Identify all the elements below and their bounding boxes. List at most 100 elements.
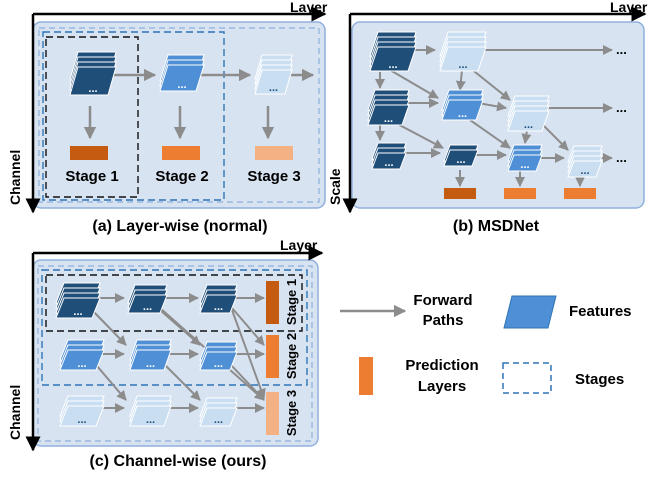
feature-map-dots: ... bbox=[458, 59, 467, 71]
panel-b-features-s2-l2: ... bbox=[441, 89, 484, 121]
legend-prediction-icon bbox=[359, 357, 373, 395]
feature-map-layer bbox=[129, 349, 172, 371]
feature-map-layer bbox=[507, 110, 550, 132]
panel-c-stage-2-box bbox=[41, 269, 308, 386]
legend-features-label: Features bbox=[569, 303, 632, 320]
feature-map-layer bbox=[199, 294, 238, 314]
legend-forward-line1: Forward bbox=[413, 292, 472, 309]
panel-a-stage-2-box bbox=[42, 31, 225, 201]
panel-c-features-r3-c1: ... bbox=[59, 395, 105, 427]
feature-map-dots: ... bbox=[384, 113, 393, 125]
panel-c-features-r2-c3: ... bbox=[199, 341, 238, 371]
feature-map-dots: ... bbox=[177, 79, 186, 91]
feature-map-layer bbox=[59, 405, 105, 427]
feature-map-layer bbox=[369, 46, 417, 72]
panel-c-prediction-layer-1 bbox=[266, 281, 279, 324]
panel-c-features-r1-c2: ... bbox=[127, 284, 168, 314]
feature-map-layer bbox=[367, 104, 410, 126]
legend-stages-icon bbox=[502, 362, 552, 394]
feature-map-layer bbox=[254, 69, 293, 95]
panel-b-caption: (b) MSDNet bbox=[453, 218, 540, 235]
feature-map-layer bbox=[159, 64, 205, 92]
feature-map-layer bbox=[129, 405, 172, 427]
panel-c: Layer Channel ... ... ... ... ... bbox=[7, 237, 324, 470]
panel-a-prediction-layer-1 bbox=[70, 146, 108, 160]
panel-c-features-r2-c1: ... bbox=[59, 339, 105, 371]
panel-a-stage-1-box bbox=[45, 36, 139, 198]
panel-c-stage-1-label: Stage 1 bbox=[284, 279, 299, 325]
feature-map-layer bbox=[59, 349, 105, 371]
panel-c-features-r3-c2: ... bbox=[129, 395, 172, 427]
feature-map-dots: ... bbox=[73, 306, 82, 318]
feature-map-dots: ... bbox=[143, 301, 152, 313]
panel-c-prediction-layer-2 bbox=[266, 335, 279, 378]
legend-stages-label: Stages bbox=[575, 371, 624, 388]
panel-a-outer-stage-box bbox=[38, 27, 320, 203]
panel-b-prediction-layer-1 bbox=[444, 188, 476, 199]
feature-map-layer bbox=[199, 351, 238, 371]
feature-map-dots: ... bbox=[456, 154, 465, 166]
panel-a-caption: (a) Layer-wise (normal) bbox=[92, 218, 267, 235]
panel-b-prediction-layer-2 bbox=[504, 188, 536, 199]
feature-map-layer bbox=[371, 152, 407, 170]
panel-a-axis-y-label: Channel bbox=[7, 150, 23, 205]
panel-b-axis-x-label: Layer bbox=[610, 0, 648, 15]
feature-map-dots: ... bbox=[146, 358, 155, 370]
panel-a-stage-2-label: Stage 2 bbox=[155, 168, 208, 185]
panel-a-features-stack-1: ... bbox=[69, 51, 117, 96]
panel-b-features-s3-l1: ... bbox=[371, 142, 407, 170]
feature-map-dots: ... bbox=[520, 159, 529, 171]
feature-map-dots: ... bbox=[384, 157, 393, 169]
feature-map-dots: ... bbox=[524, 119, 533, 131]
panel-b-ellipsis-3: ... bbox=[616, 150, 627, 165]
feature-map-dots: ... bbox=[77, 414, 86, 426]
panel-c-features-r1-c3: ... bbox=[199, 284, 238, 314]
feature-map-dots: ... bbox=[214, 414, 223, 426]
panel-a-prediction-layer-3 bbox=[255, 146, 293, 160]
feature-map-dots: ... bbox=[214, 301, 223, 313]
panel-a-stage-3-label: Stage 3 bbox=[247, 168, 300, 185]
feature-map-dots: ... bbox=[269, 82, 278, 94]
panel-b-axis-y-label: Scale bbox=[327, 168, 343, 205]
panel-b-features-s3-l3: ... bbox=[507, 144, 543, 172]
panel-b-features-s3-l4: ... bbox=[567, 145, 603, 178]
feature-map-dots: ... bbox=[458, 108, 467, 120]
feature-map-dots: ... bbox=[88, 83, 97, 95]
feature-map-dots: ... bbox=[580, 165, 589, 177]
panel-b-features-s1-l2: ... bbox=[439, 31, 487, 72]
panel-c-prediction-layer-3 bbox=[266, 392, 279, 435]
legend-prediction-line1: Prediction bbox=[405, 357, 478, 374]
panel-a-stage-1-label: Stage 1 bbox=[65, 168, 118, 185]
feature-map-layer bbox=[441, 99, 484, 121]
panel-b: Layer Scale ... ... ... bbox=[327, 0, 648, 235]
panel-b-features-s2-l3: ... bbox=[507, 95, 550, 132]
panel-c-features-r1-c1: ... bbox=[55, 282, 101, 319]
feature-map-dots: ... bbox=[146, 414, 155, 426]
panel-b-features-s2-l1: ... bbox=[367, 89, 410, 126]
panel-c-stage-1-box bbox=[45, 274, 303, 332]
panel-b-ellipsis-1: ... bbox=[616, 42, 627, 57]
panel-b-features-s1-l1: ... bbox=[369, 31, 417, 72]
panel-c-outer-stage-box bbox=[37, 265, 313, 442]
panel-c-axis-y-label: Channel bbox=[7, 385, 23, 440]
feature-map-dots: ... bbox=[214, 358, 223, 370]
legend-forward-line2: Paths bbox=[423, 312, 464, 329]
panel-c-stage-3-label: Stage 3 bbox=[284, 390, 299, 436]
legend-prediction-line2: Layers bbox=[418, 378, 466, 395]
feature-map-layer bbox=[443, 149, 479, 167]
panel-a-prediction-layer-2 bbox=[162, 146, 200, 160]
feature-map-layer bbox=[507, 154, 543, 172]
feature-map-layer bbox=[199, 407, 238, 427]
panel-c-caption: (c) Channel-wise (ours) bbox=[90, 453, 267, 470]
feature-map-dots: ... bbox=[388, 59, 397, 71]
feature-map-layer bbox=[55, 297, 101, 319]
panel-b-ellipsis-2: ... bbox=[616, 100, 627, 115]
panel-c-stage-2-label: Stage 2 bbox=[284, 333, 299, 379]
panel-b-features-s3-l2: ... bbox=[443, 144, 479, 167]
panel-b-prediction-layer-3 bbox=[564, 188, 596, 199]
panel-a-features-stack-3: ... bbox=[254, 54, 293, 95]
panel-a: Layer Channel ... ... ... Stage 1 Stage … bbox=[7, 0, 328, 235]
feature-map-layer bbox=[69, 66, 117, 96]
